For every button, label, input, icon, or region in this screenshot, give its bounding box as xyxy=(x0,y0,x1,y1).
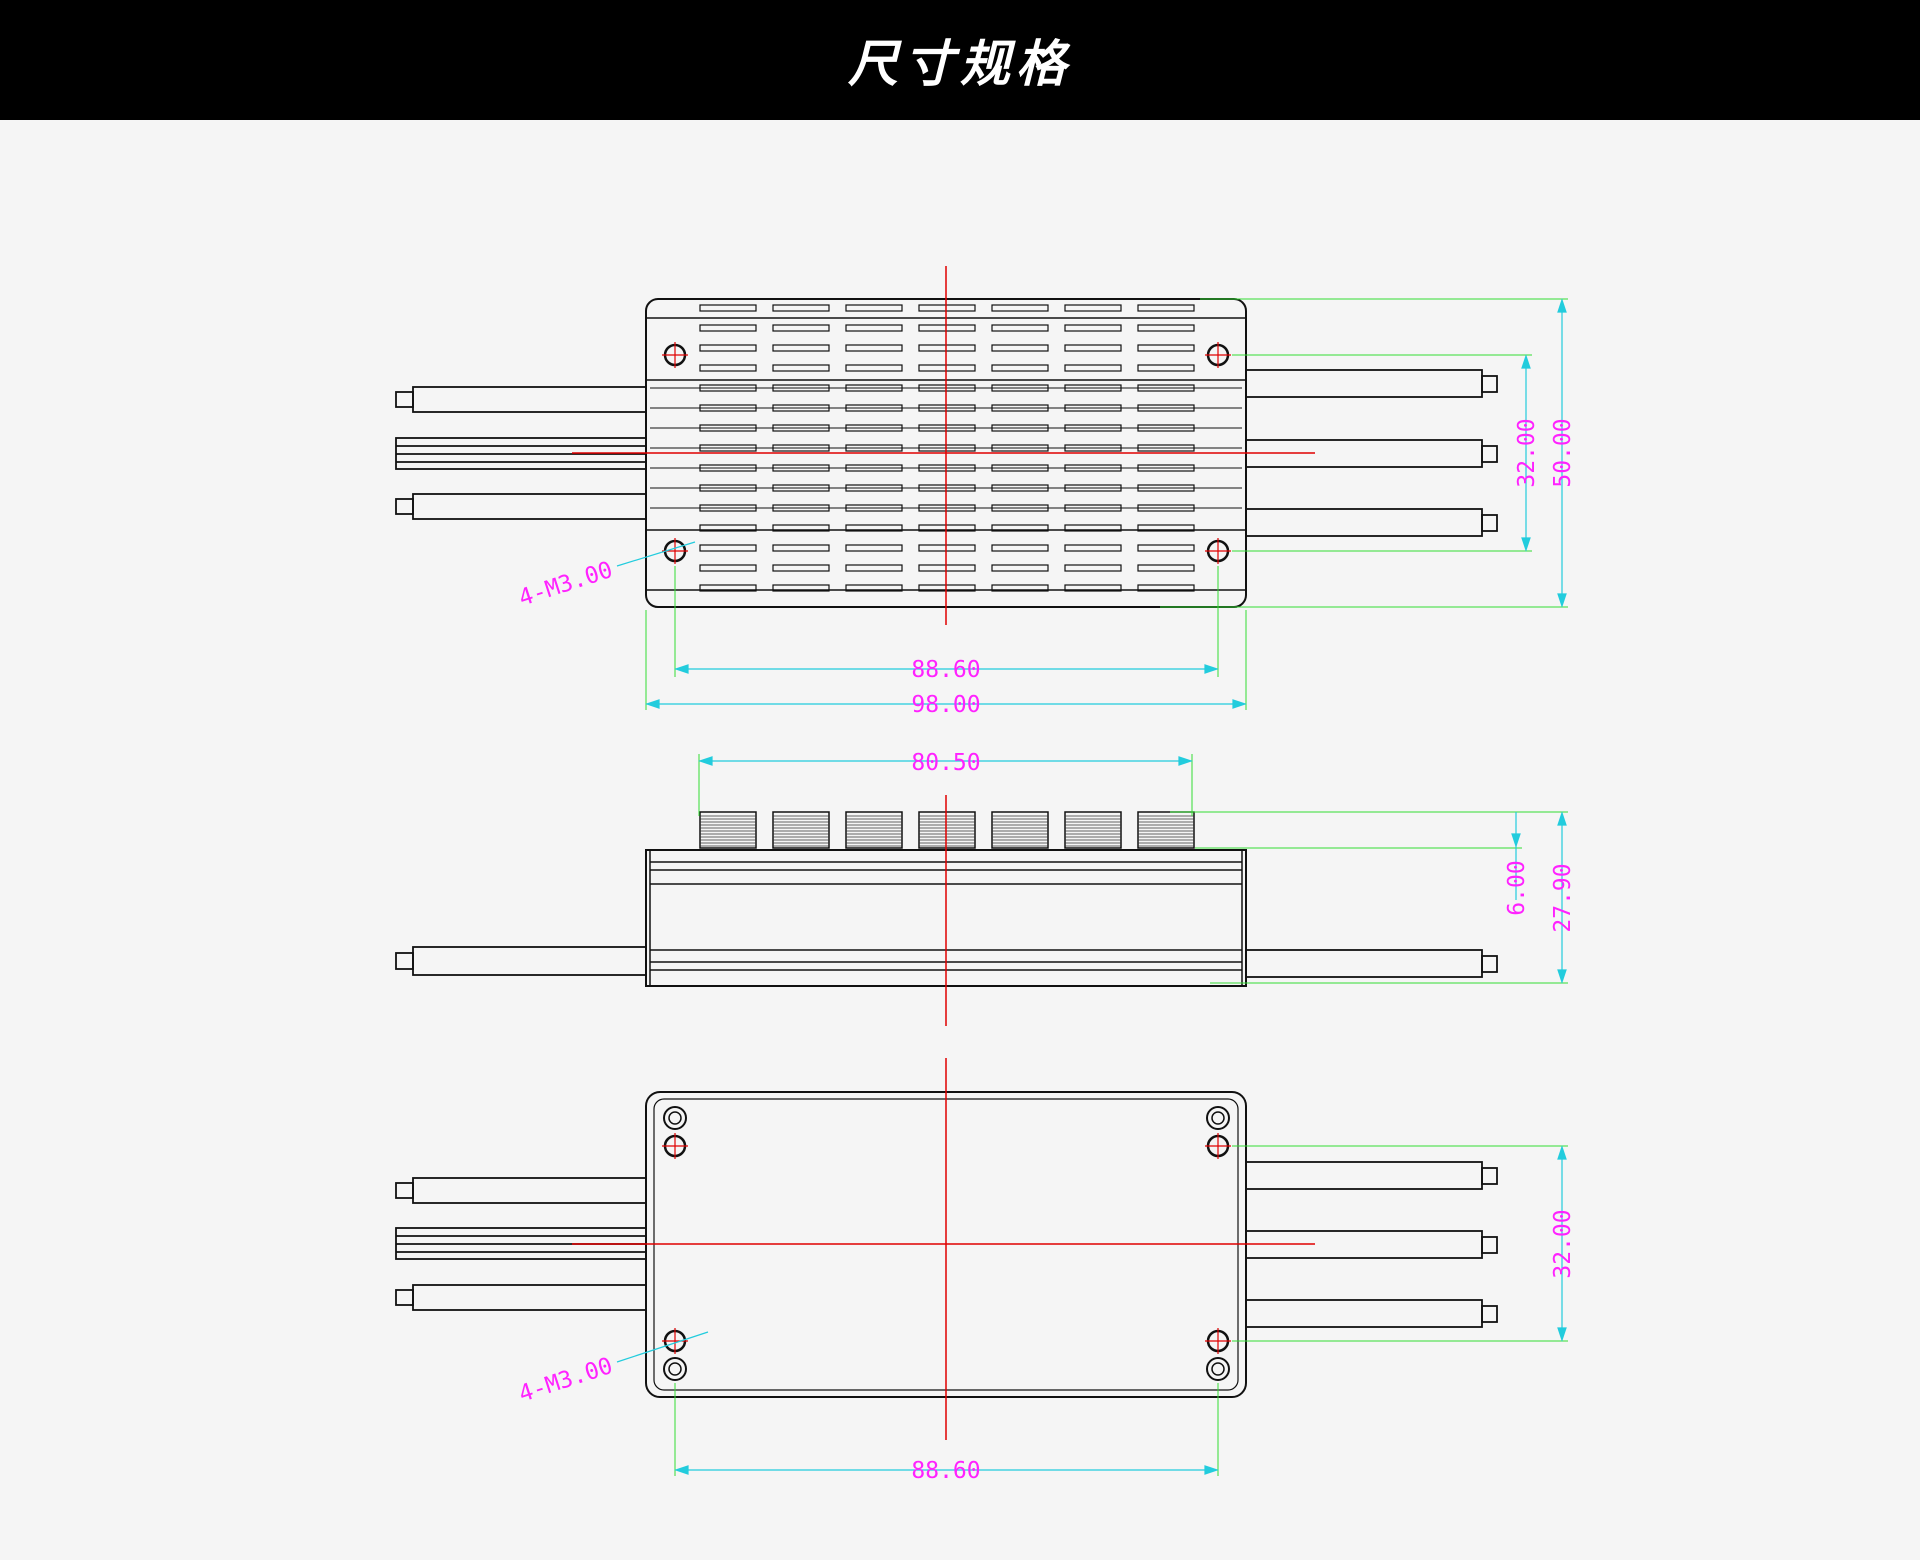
top-right-wires xyxy=(1245,369,1498,537)
fin-segment xyxy=(1137,364,1195,372)
page-header: 尺寸规格 xyxy=(0,0,1920,120)
bottom-hole-centerlines xyxy=(662,1133,1231,1354)
fin-segment xyxy=(699,364,757,372)
fin-segment xyxy=(1064,584,1122,592)
side-dim-fins-length: 80.50 xyxy=(911,750,980,776)
fin-segment xyxy=(918,564,976,572)
fin-segment xyxy=(918,584,976,592)
fin-segment xyxy=(845,584,903,592)
fin-segment xyxy=(1064,544,1122,552)
side-fin-block xyxy=(845,811,903,849)
fin-segment xyxy=(699,564,757,572)
bottom-dim-height-holes: 32.00 xyxy=(1550,1209,1576,1278)
side-fin-block xyxy=(772,811,830,849)
side-fin-block xyxy=(1137,811,1195,849)
fin-segment xyxy=(1137,304,1195,312)
fin-segment xyxy=(991,344,1049,352)
page-title: 尺寸规格 xyxy=(848,35,1072,93)
side-dimension-lines xyxy=(698,756,1567,984)
fin-segment xyxy=(991,584,1049,592)
fin-segment xyxy=(772,524,830,532)
bottom-dim-width-holes: 88.60 xyxy=(911,1458,980,1484)
fin-segment xyxy=(699,584,757,592)
fin-segment xyxy=(918,344,976,352)
side-dim-fin-height: 6.00 xyxy=(1504,860,1530,915)
fin-segment xyxy=(845,344,903,352)
fin-segment xyxy=(1064,364,1122,372)
side-fin-block xyxy=(1064,811,1122,849)
fin-segment xyxy=(845,524,903,532)
side-fin-block xyxy=(699,811,757,849)
fin-segment xyxy=(1064,324,1122,332)
side-fin-block xyxy=(991,811,1049,849)
fin-segment xyxy=(772,324,830,332)
bottom-view: 32.00 88.60 4-M3.00 xyxy=(395,1058,1576,1484)
fin-segment xyxy=(1064,304,1122,312)
fin-segment xyxy=(918,364,976,372)
fin-segment xyxy=(991,324,1049,332)
fin-segment xyxy=(991,364,1049,372)
fin-segment xyxy=(1137,544,1195,552)
fin-segment xyxy=(918,324,976,332)
fin-segment xyxy=(991,304,1049,312)
top-hole-callout: 4-M3.00 xyxy=(516,557,616,612)
fin-segment xyxy=(772,364,830,372)
top-dim-width-total: 98.00 xyxy=(911,692,980,718)
fin-segment xyxy=(1137,324,1195,332)
fin-segment xyxy=(918,304,976,312)
fin-segment xyxy=(772,344,830,352)
top-dim-height-holes: 32.00 xyxy=(1514,418,1540,487)
side-fin-block xyxy=(918,811,976,849)
fin-segment xyxy=(1137,564,1195,572)
fin-segment xyxy=(772,544,830,552)
fin-segment xyxy=(772,564,830,572)
fin-segment xyxy=(845,304,903,312)
fin-segment xyxy=(772,304,830,312)
top-dimension-lines xyxy=(616,298,1567,709)
top-view: 50.00 32.00 88.60 98.00 4-M3.00 xyxy=(395,266,1576,718)
fin-segment xyxy=(1137,344,1195,352)
fin-segment xyxy=(699,304,757,312)
fin-segment xyxy=(699,344,757,352)
side-wires xyxy=(395,946,1498,978)
top-dim-height-total: 50.00 xyxy=(1550,418,1576,487)
fin-segment xyxy=(1064,564,1122,572)
fin-segment xyxy=(1064,524,1122,532)
top-left-wires xyxy=(395,386,647,520)
fin-segment xyxy=(845,564,903,572)
fin-segment xyxy=(918,544,976,552)
fin-segment xyxy=(1137,584,1195,592)
fin-segment xyxy=(845,544,903,552)
fin-segment xyxy=(918,524,976,532)
side-dim-total-height: 27.90 xyxy=(1550,863,1576,932)
fin-segment xyxy=(845,324,903,332)
fin-segment xyxy=(991,524,1049,532)
side-extension-lines xyxy=(698,754,1568,984)
fin-segment xyxy=(991,564,1049,572)
side-view: 80.50 27.90 6.00 xyxy=(395,750,1576,1026)
top-dim-width-holes: 88.60 xyxy=(911,657,980,683)
fin-segment xyxy=(699,524,757,532)
bottom-hole-callout: 4-M3.00 xyxy=(516,1353,616,1408)
fin-segment xyxy=(1137,524,1195,532)
fin-segment xyxy=(772,584,830,592)
top-extension-lines xyxy=(645,298,1568,710)
side-fins xyxy=(699,811,1195,849)
fin-segment xyxy=(699,324,757,332)
bottom-dimension-lines xyxy=(616,1145,1567,1475)
bottom-extension-lines xyxy=(674,1145,1568,1476)
fin-segment xyxy=(845,364,903,372)
fin-segment xyxy=(1064,344,1122,352)
fin-segment xyxy=(991,544,1049,552)
fin-segment xyxy=(699,544,757,552)
